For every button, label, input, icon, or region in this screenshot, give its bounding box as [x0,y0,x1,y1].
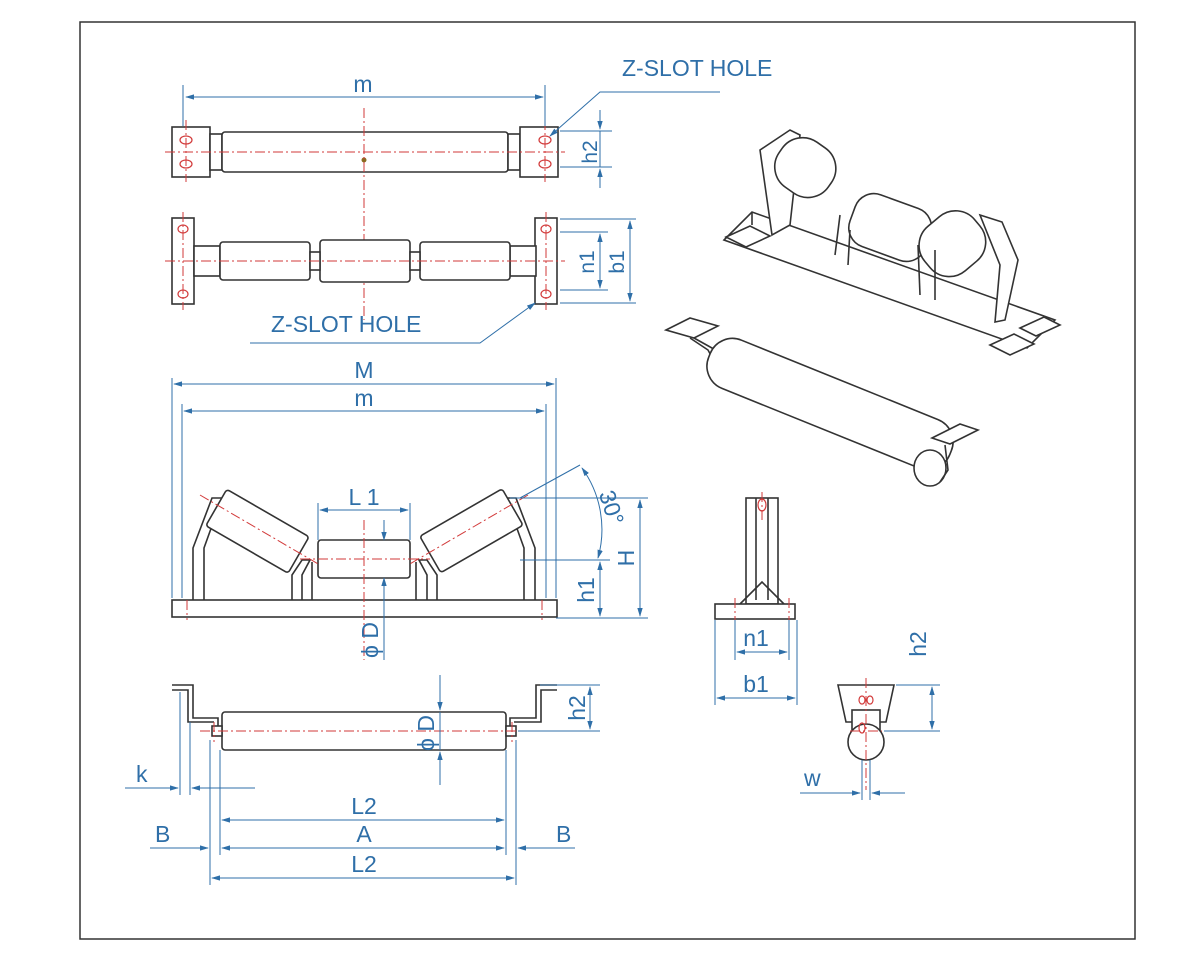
troughing-idler-front-view [171,489,558,620]
dim-k: k [136,761,148,787]
troughing-idler-plan-view [165,212,565,310]
dim-phi-D-return: ϕ D [413,715,439,751]
dim-n1-side: n1 [743,625,769,651]
dim-m-front: m [354,385,373,411]
return-roller-front-view [172,684,557,751]
dim-m-top: m [353,71,372,97]
dim-H: H [613,550,639,567]
dim-h2-side: h2 [905,631,931,657]
bracket-side-view [714,492,796,625]
return-bracket-side-view [837,678,895,790]
dim-w: w [803,765,821,791]
dim-b1-side: b1 [743,671,769,697]
drawing-frame [79,21,1136,940]
dim-b1-top: b1 [606,250,629,273]
dim-L1: L 1 [348,484,379,510]
troughing-idler-isometric [722,129,1062,356]
z-slot-hole-label-middle: Z-SLOT HOLE [271,311,421,337]
z-slot-hole-label-top: Z-SLOT HOLE [622,55,772,81]
dim-n1-top: n1 [576,250,599,273]
return-roller-isometric [663,317,981,487]
dim-h2-top: h2 [579,140,602,163]
dim-A: A [356,821,372,847]
dim-phi-D-front: ϕ D [357,622,383,658]
dim-L2-inner: L2 [351,793,377,819]
dim-M: M [354,357,373,383]
dim-h1: h1 [573,577,599,603]
dim-B-right: B [556,821,571,847]
dim-h2-return: h2 [564,695,590,721]
dim-angle-30: 30° [594,487,629,528]
dim-B-left: B [155,821,170,847]
dim-L2-outer: L2 [351,851,377,877]
return-roller-plan-view [165,120,565,182]
